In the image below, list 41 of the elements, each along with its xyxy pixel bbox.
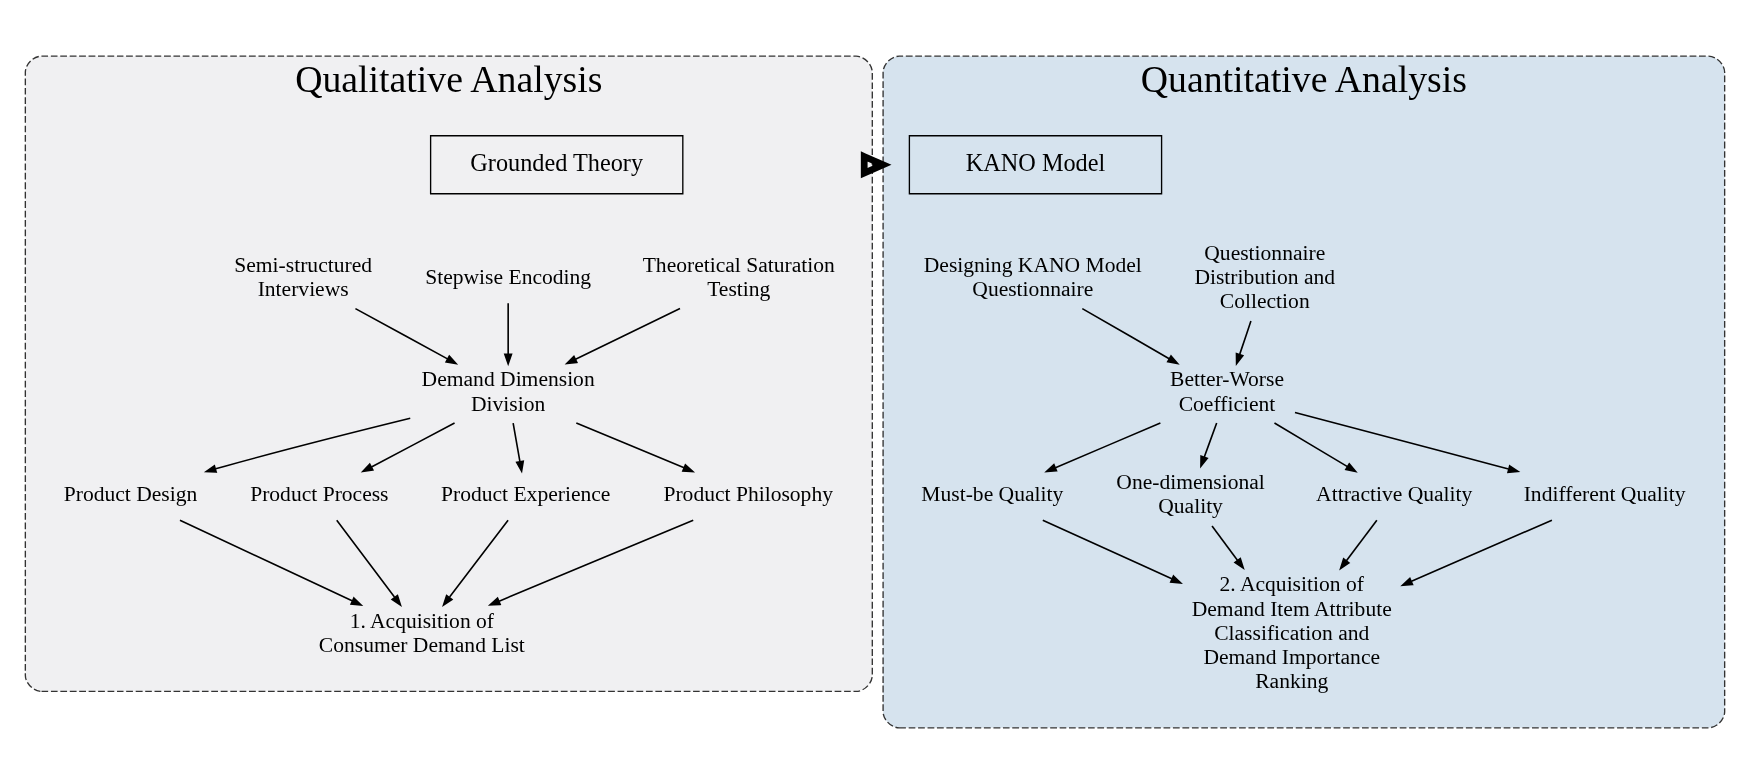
node-box: Grounded Theory — [429, 134, 684, 194]
arrow — [487, 518, 695, 606]
node-text: Demand Dimension Division — [421, 366, 595, 416]
arrow — [1235, 319, 1252, 366]
node-text: Better-Worse Coefficient — [1170, 366, 1284, 416]
node-text: Product Process — [250, 481, 389, 506]
arrow — [1211, 524, 1245, 570]
arrow — [1042, 518, 1183, 584]
node-text: Product Experience — [440, 481, 611, 506]
node-text: Product Design — [63, 481, 198, 506]
arrow — [1273, 421, 1358, 473]
node-text: Product Philosophy — [663, 481, 833, 506]
node-text: 2. Acquisition of Demand Item Attribute Classification and Demand Importance Ranking — [1191, 571, 1392, 693]
arrow — [1200, 421, 1218, 468]
arrow — [564, 307, 681, 365]
node-text: Designing KANO Model Questionnaire — [923, 252, 1142, 301]
node-text: One-dimensional Quality — [1116, 469, 1265, 518]
arrow — [360, 421, 456, 473]
node-text: 1. Acquisition of Consumer Demand List — [318, 608, 525, 657]
arrow — [512, 421, 525, 474]
node-text: Attractive Quality — [1316, 481, 1473, 506]
node-box: KANO Model — [908, 134, 1163, 194]
arrow — [575, 421, 696, 472]
node-text: Must-be Quality — [921, 481, 1064, 506]
node-text: Theoretical Saturation Testing — [642, 252, 835, 301]
node-text: Semi-structured Interviews — [234, 252, 373, 301]
node-text: Stepwise Encoding — [425, 264, 592, 289]
arrow — [1294, 411, 1521, 473]
arrow — [335, 519, 402, 607]
node-text: Indifferent Quality — [1523, 481, 1686, 506]
arrow — [1081, 307, 1180, 365]
arrow — [442, 519, 509, 607]
arrow — [1339, 519, 1378, 570]
arrow — [203, 417, 412, 473]
arrow — [860, 150, 892, 178]
arrow — [1044, 421, 1162, 472]
arrow — [503, 301, 513, 366]
node-text: Questionnaire Distribution and Collection — [1194, 240, 1336, 313]
arrow — [354, 307, 459, 365]
arrow — [179, 519, 364, 606]
arrow — [1400, 518, 1553, 586]
